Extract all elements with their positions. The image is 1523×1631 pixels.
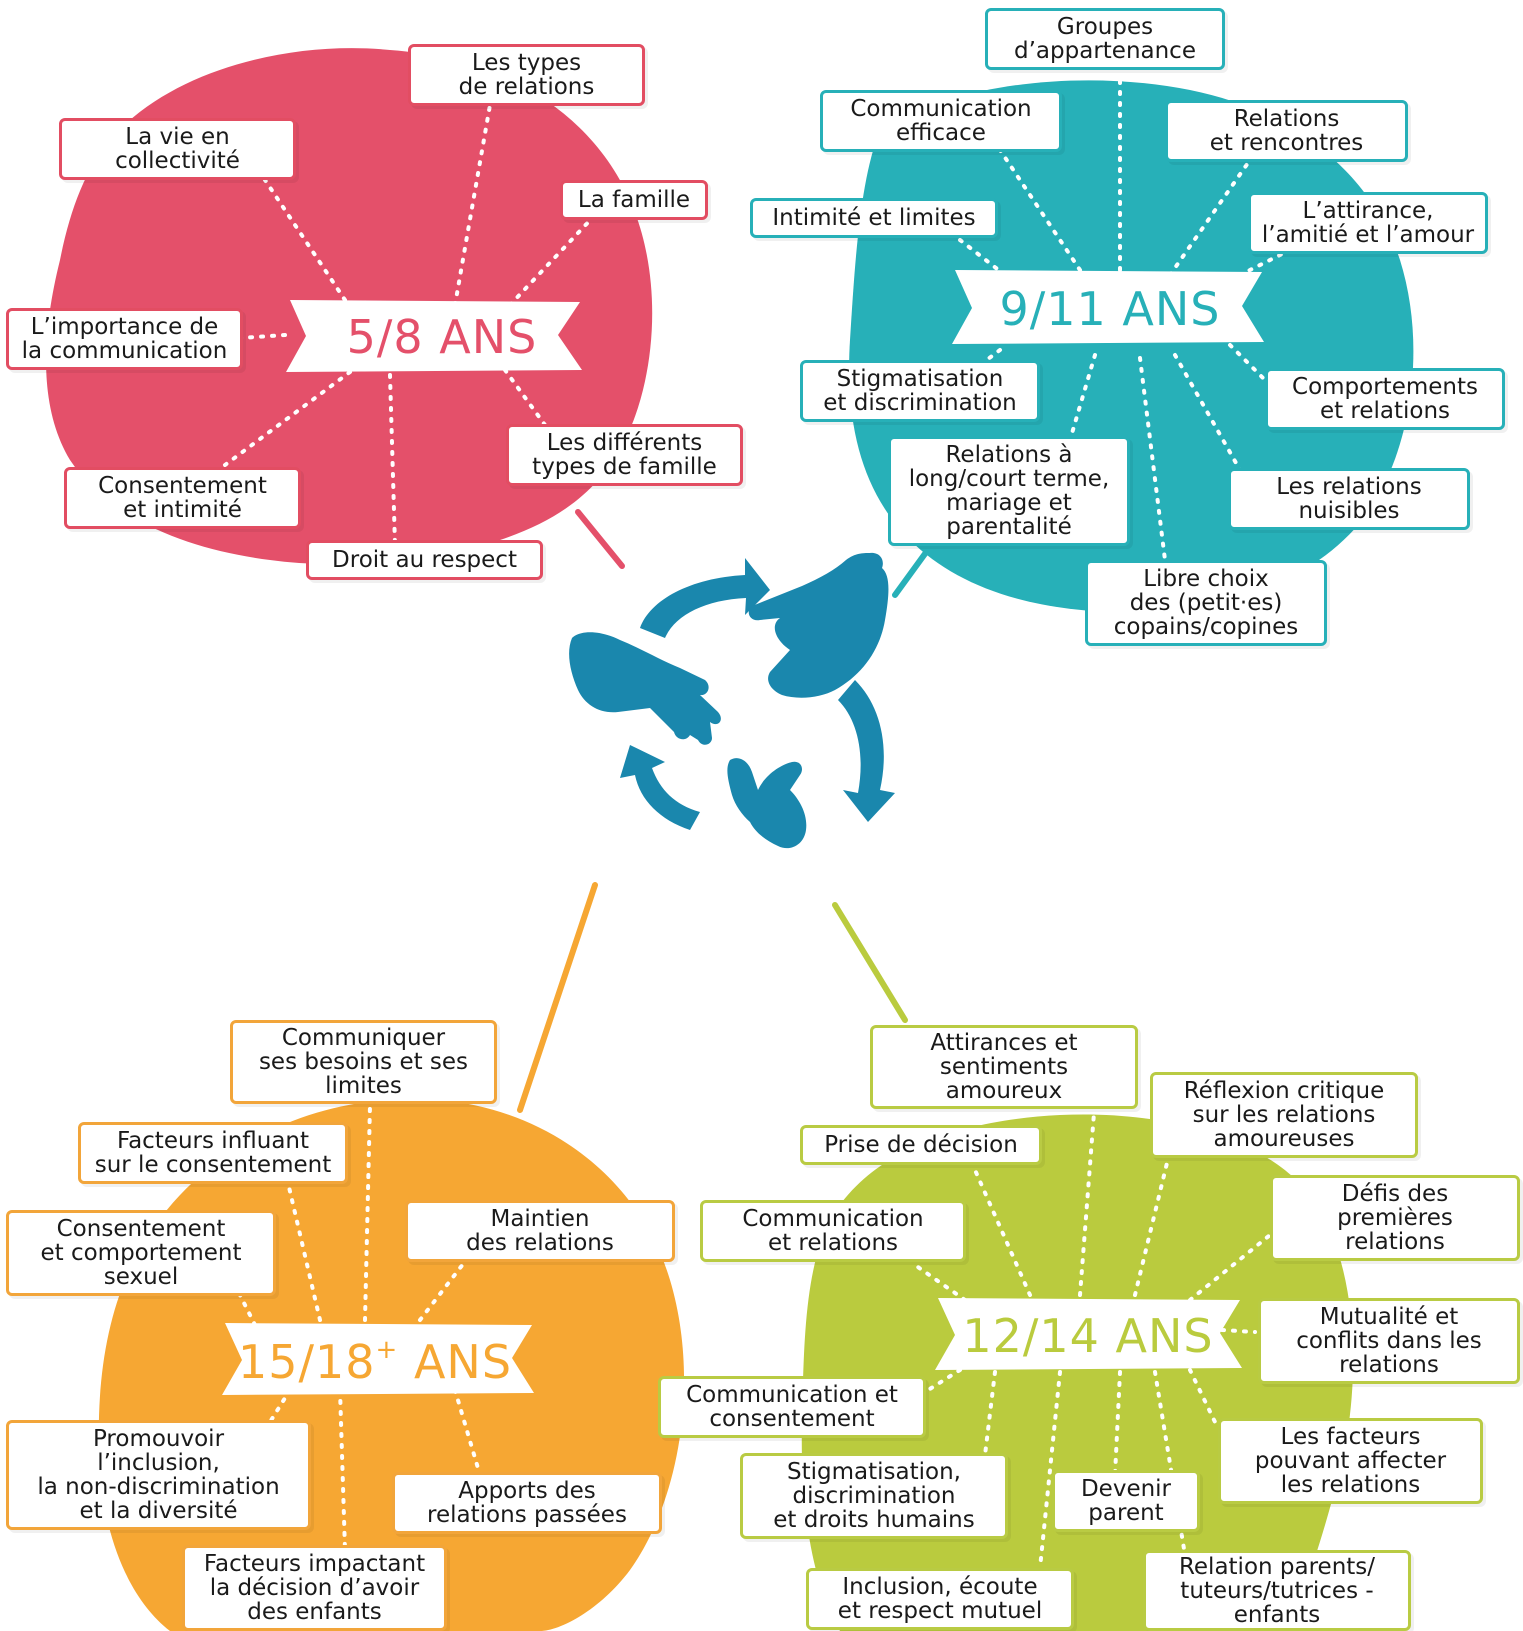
- topic-intimite-et-limites: Intimité et limites: [750, 198, 998, 238]
- topic-consentement-comportement-sexuel: Consentement et comportement sexuel: [6, 1210, 276, 1296]
- topic-communiquer-besoins-limites: Communiquer ses besoins et ses limites: [230, 1020, 497, 1104]
- group-5-8-title: 5/8 ANS: [347, 310, 538, 364]
- topic-reflexion-critique: Réflexion critique sur les relations amo…: [1150, 1072, 1418, 1158]
- topic-communication-efficace: Communication efficace: [820, 90, 1062, 152]
- topic-inclusion-ecoute-respect: Inclusion, écoute et respect mutuel: [806, 1568, 1074, 1630]
- topic-differents-types-de-famille: Les différents types de famille: [506, 424, 743, 486]
- topic-la-famille: La famille: [560, 180, 708, 220]
- hand-left-icon: [569, 632, 721, 745]
- topic-relations-et-rencontres: Relations et rencontres: [1165, 100, 1408, 162]
- topic-defis-premieres-relations: Défis des premières relations: [1270, 1175, 1520, 1261]
- topic-mutualite-conflits: Mutualité et conflits dans les relations: [1258, 1298, 1520, 1384]
- topic-consentement-et-intimite: Consentement et intimité: [64, 467, 301, 529]
- group-12-14-title: 12/14 ANS: [962, 1309, 1213, 1363]
- arrow-bottom-icon: [620, 745, 700, 830]
- topic-promouvoir-inclusion: Promouvoir l’inclusion, la non-discrimin…: [6, 1420, 311, 1530]
- group-9-11-banner: 9/11 ANS: [952, 270, 1264, 344]
- topic-relation-parents-enfants: Relation parents/ tuteurs/tutrices - enf…: [1143, 1550, 1411, 1631]
- group-5-8-banner: 5/8 ANS: [286, 300, 582, 372]
- topic-la-vie-en-collectivite: La vie en collectivité: [59, 118, 296, 180]
- group-15-18-banner: 15/18+ ANS: [222, 1323, 534, 1395]
- topic-maintien-des-relations: Maintien des relations: [405, 1200, 675, 1262]
- topic-les-types-de-relations: Les types de relations: [408, 44, 645, 106]
- arrow-top-icon: [640, 558, 770, 638]
- topic-apports-relations-passees: Apports des relations passées: [392, 1472, 662, 1534]
- arrow-right-icon: [838, 680, 895, 822]
- group-12-14-banner: 12/14 ANS: [935, 1298, 1242, 1370]
- topic-relations-nuisibles: Les relations nuisibles: [1228, 468, 1470, 530]
- topic-stigmatisation-droits-humains: Stigmatisation, discrimination et droits…: [740, 1453, 1008, 1539]
- topic-facteurs-affecter-relations: Les facteurs pouvant affecter les relati…: [1218, 1418, 1483, 1504]
- group-15-18-connectors: [233, 1103, 482, 1552]
- hand-bottom-icon: [727, 758, 807, 849]
- topic-facteurs-influant-consentement: Facteurs influant sur le consentement: [78, 1122, 348, 1184]
- topic-communication-et-relations: Communication et relations: [700, 1200, 966, 1262]
- topic-prise-de-decision: Prise de décision: [800, 1125, 1042, 1165]
- topic-stigmatisation-discrimination: Stigmatisation et discrimination: [800, 360, 1040, 422]
- topic-relations-long-court-terme: Relations à long/court terme, mariage et…: [888, 436, 1130, 546]
- group-5-8-connectors: [223, 103, 597, 547]
- topic-communication-consentement: Communication et consentement: [658, 1376, 926, 1438]
- hand-right-icon: [748, 552, 889, 698]
- topic-attirances-sentiments: Attirances et sentiments amoureux: [870, 1025, 1138, 1109]
- hands-cycle-icon: [569, 552, 895, 849]
- topic-comportements-et-relations: Comportements et relations: [1265, 368, 1505, 430]
- topic-importance-communication: L’importance de la communication: [6, 308, 243, 370]
- group-9-11-title: 9/11 ANS: [1000, 282, 1221, 336]
- topic-facteurs-decision-enfants: Facteurs impactant la décision d’avoir d…: [182, 1545, 447, 1631]
- topic-devenir-parent: Devenir parent: [1052, 1470, 1200, 1532]
- topic-groupes-appartenance: Groupes d’appartenance: [985, 8, 1225, 70]
- topic-attirance-amitie-amour: L’attirance, l’amitié et l’amour: [1248, 192, 1488, 254]
- group-15-18-title: 15/18+ ANS: [238, 1335, 512, 1389]
- topic-libre-choix-copains: Libre choix des (petit·es) copains/copin…: [1085, 560, 1327, 646]
- topic-droit-au-respect: Droit au respect: [306, 540, 543, 580]
